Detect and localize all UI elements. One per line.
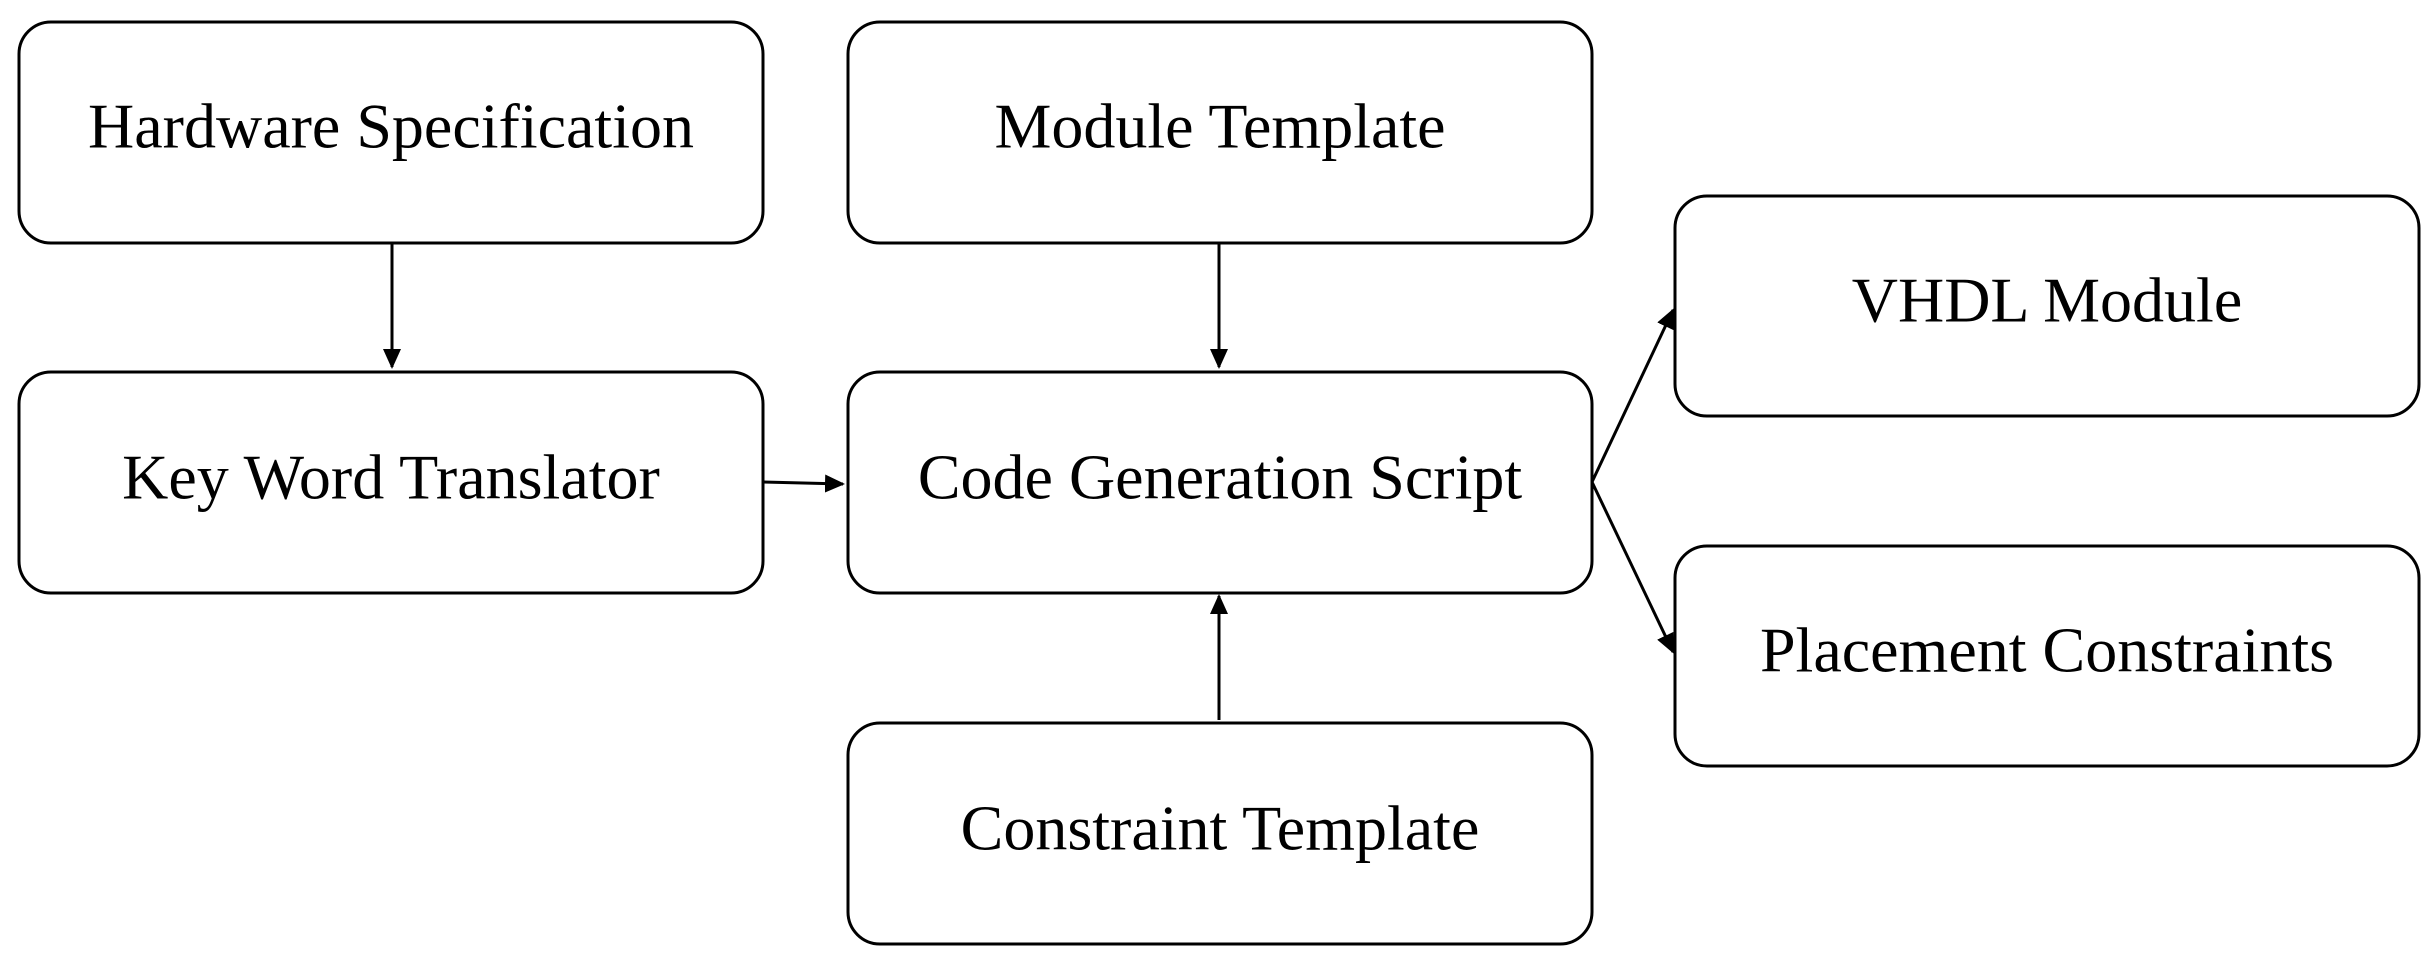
node-box [1673,544,2421,768]
node-box [17,20,765,245]
node-label: Constraint Template [961,793,1480,864]
node-placement-constraints: Placement Constraints [1673,544,2421,768]
node-vhdl-module: VHDL Module [1673,194,2421,418]
node-box [846,20,1594,245]
node-label: Placement Constraints [1760,615,2334,686]
node-code-generation-script: Code Generation Script [846,370,1594,595]
edges [383,243,1675,720]
node-label: Code Generation Script [918,442,1523,513]
node-box [846,370,1594,595]
node-box [846,721,1594,946]
edge-key-word-translator-to-code-generation [762,474,845,493]
node-label: VHDL Module [1852,265,2242,336]
node-box [1673,194,2421,418]
node-hardware-specification: Hardware Specification [17,20,765,245]
node-key-word-translator: Key Word Translator [17,370,765,595]
edge-code-generation-to-placement-constraints [1590,481,1675,654]
node-constraint-template: Constraint Template [846,721,1594,946]
node-label: Key Word Translator [122,442,660,513]
node-label: Module Template [994,91,1445,162]
node-module-template: Module Template [846,20,1594,245]
edge-code-generation-to-vhdl-module [1590,308,1675,483]
node-label: Hardware Specification [88,91,694,162]
node-box [17,370,765,595]
